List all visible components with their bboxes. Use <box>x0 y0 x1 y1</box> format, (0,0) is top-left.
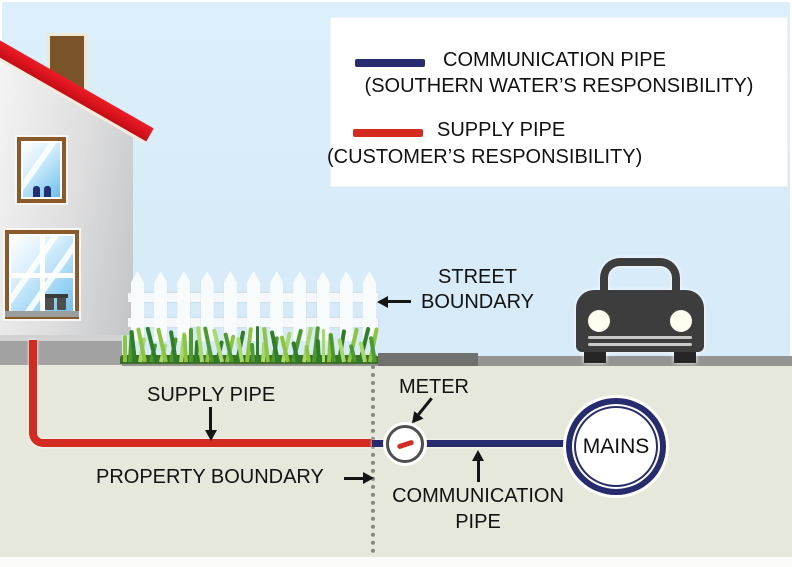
legend-communication-swatch <box>355 59 425 67</box>
street-boundary-arrow <box>377 296 411 308</box>
property-boundary-arrow <box>344 472 374 484</box>
meter-needle <box>396 439 415 450</box>
car-headlight <box>670 310 692 332</box>
property-boundary-line <box>371 365 375 553</box>
supply-pipe-line <box>29 340 375 447</box>
legend-communication-subtitle: (SOUTHERN WATER’S RESPONSIBILITY) <box>364 75 754 97</box>
bottom-margin <box>0 557 792 567</box>
legend-box: COMMUNICATION PIPE (SOUTHERN WATER’S RES… <box>327 18 787 186</box>
house-window-large <box>5 230 79 319</box>
communication-pipe-line <box>372 440 574 447</box>
mains-circle: MAINS <box>566 398 666 495</box>
car-headlight <box>588 310 610 332</box>
car-wheel <box>674 352 696 363</box>
property-boundary-label: PROPERTY BOUNDARY <box>96 466 324 488</box>
car-grille <box>588 336 692 339</box>
window-plant-pot <box>55 294 68 310</box>
car-grille <box>588 343 692 346</box>
window-plant-pot <box>43 294 56 310</box>
grass-base <box>120 355 378 364</box>
pavement-block <box>0 333 122 365</box>
supply-pipe-label: SUPPLY PIPE <box>147 384 276 406</box>
supply-pipe-arrow <box>205 407 217 441</box>
legend-supply-swatch <box>353 129 423 137</box>
window-sill <box>5 311 79 317</box>
meter-dial <box>386 425 424 463</box>
meter-label: METER <box>399 376 469 398</box>
legend-supply-subtitle: (CUSTOMER’S RESPONSIBILITY) <box>327 146 643 168</box>
mains-label: MAINS <box>582 434 650 458</box>
curb <box>378 353 478 366</box>
communication-pipe-arrow <box>472 450 484 482</box>
car <box>576 258 704 363</box>
window-ornament <box>33 186 40 197</box>
car-wheel <box>584 352 606 363</box>
window-ornament <box>44 186 51 197</box>
legend-communication-title: COMMUNICATION PIPE <box>443 49 666 71</box>
house-window-small <box>17 137 66 203</box>
legend-supply-title: SUPPLY PIPE <box>437 119 566 141</box>
